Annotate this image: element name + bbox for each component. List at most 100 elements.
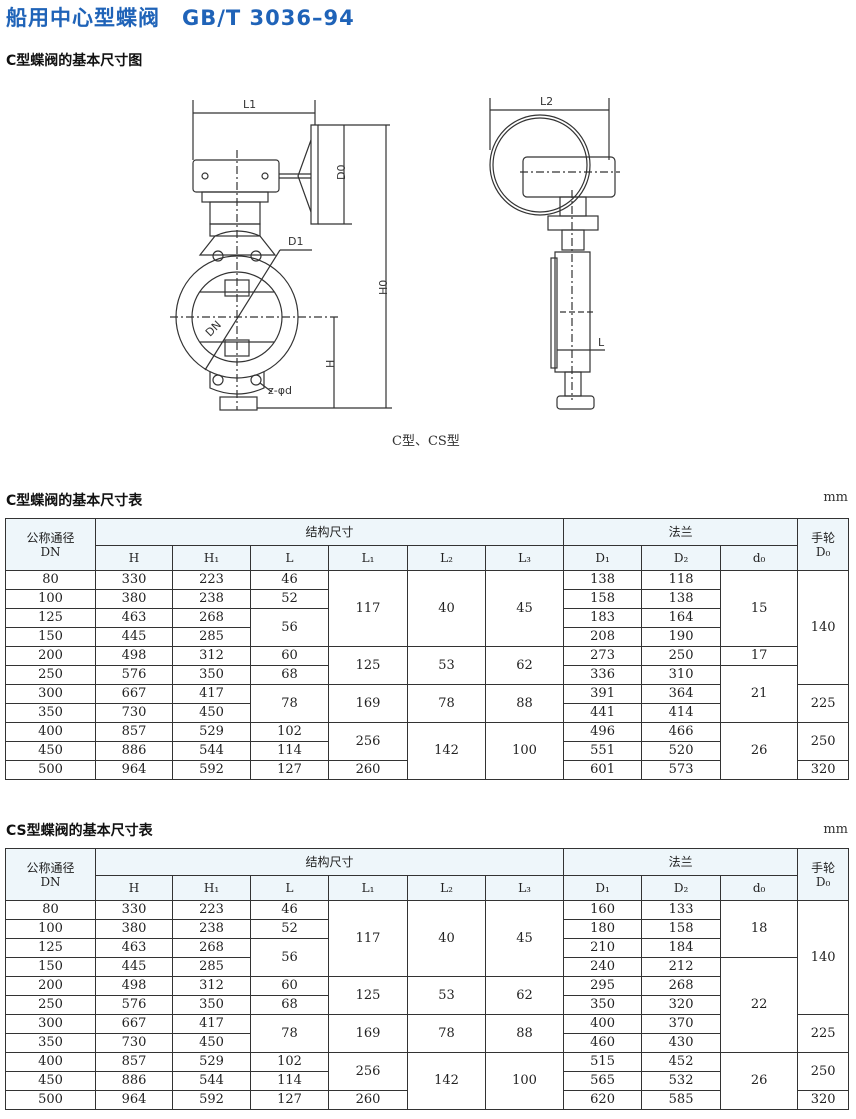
table-cell: 183 <box>563 608 643 628</box>
column-header: D₁ <box>563 875 643 901</box>
table-cell: 225 <box>797 684 850 723</box>
header-dn-symbol: DN <box>40 874 61 889</box>
table-cell: 223 <box>172 900 251 920</box>
column-header: L <box>250 545 329 571</box>
column-header: H₁ <box>172 545 251 571</box>
label-dn: DN <box>203 318 224 339</box>
header-flange: 法兰 <box>563 848 799 876</box>
table-cell: 56 <box>250 608 329 647</box>
column-header: d₀ <box>720 545 799 571</box>
table-cell: 964 <box>95 1090 173 1110</box>
column-header: L <box>250 875 329 901</box>
table-cell: 295 <box>563 976 643 996</box>
title-standard: GB/T 3036–94 <box>182 6 355 30</box>
table-cell: 60 <box>250 646 329 666</box>
table-cell: 268 <box>172 608 251 628</box>
column-header: d₀ <box>720 875 799 901</box>
table-cell: 364 <box>641 684 722 704</box>
table-cell: 164 <box>641 608 722 628</box>
table-cell: 430 <box>641 1033 722 1053</box>
label-bolt: z-φd <box>268 384 292 397</box>
table-cell: 256 <box>328 1052 408 1091</box>
label-d0: D0 <box>335 165 348 180</box>
table-cell: 380 <box>95 919 173 939</box>
column-header: L₁ <box>328 875 408 901</box>
column-header: D₂ <box>641 545 722 571</box>
table-cell: 320 <box>797 760 850 780</box>
column-header: L₂ <box>407 545 486 571</box>
table-cell: 964 <box>95 760 173 780</box>
table-cell: 336 <box>563 665 643 685</box>
table-cell: 88 <box>484 684 565 723</box>
column-header: H₁ <box>172 875 251 901</box>
table-cell: 414 <box>641 703 722 723</box>
table-cell: 529 <box>172 722 251 742</box>
table-cell: 60 <box>250 976 329 996</box>
table-cell: 268 <box>641 976 722 996</box>
table-cell: 56 <box>250 938 329 977</box>
table-cell: 529 <box>172 1052 251 1072</box>
header-handwheel-label: 手轮 <box>811 530 836 545</box>
table-cell: 100 <box>484 1052 565 1110</box>
header-structure-dimensions: 结构尺寸 <box>94 848 565 876</box>
table-cell: 169 <box>328 684 408 723</box>
table-cell: 114 <box>250 1071 329 1091</box>
table-cell: 441 <box>563 703 643 723</box>
table-cell: 565 <box>563 1071 643 1091</box>
table-cell: 250 <box>5 665 96 685</box>
valve-dimension-drawing: L1 D1 DN z-φd D0 H0 H L2 <box>170 95 620 411</box>
table-cell: 260 <box>328 1090 408 1110</box>
header-dn-symbol: DN <box>40 544 61 559</box>
table-cell: 26 <box>720 722 799 780</box>
table-cell: 330 <box>95 570 173 590</box>
header-handwheel-symbol: D₀ <box>815 874 831 889</box>
drawing-heading: C型蝶阀的基本尺寸图 <box>6 53 143 69</box>
table-cell: 312 <box>172 646 251 666</box>
table-cell: 312 <box>172 976 251 996</box>
table-cell: 520 <box>641 741 722 761</box>
table-cell: 730 <box>95 1033 173 1053</box>
table-cell: 256 <box>328 722 408 761</box>
column-header: H <box>95 875 173 901</box>
table-cell: 133 <box>641 900 722 920</box>
table-cell: 125 <box>5 938 96 958</box>
table-cell: 463 <box>95 938 173 958</box>
column-header: L₃ <box>484 545 565 571</box>
table-cell: 551 <box>563 741 643 761</box>
table-cell: 667 <box>95 684 173 704</box>
table-cell: 268 <box>172 938 251 958</box>
title-main: 船用中心型蝶阀 <box>6 6 160 30</box>
table-cell: 238 <box>172 589 251 609</box>
table-cell: 45 <box>484 570 565 647</box>
table-cell: 576 <box>95 665 173 685</box>
header-dn-label: 公称通径 <box>26 530 75 545</box>
table-cell: 380 <box>95 589 173 609</box>
table-cell: 158 <box>641 919 722 939</box>
table-cell: 15 <box>720 570 799 647</box>
table-cell: 400 <box>563 1014 643 1034</box>
table-cell: 886 <box>95 741 173 761</box>
table-cell: 150 <box>5 957 96 977</box>
table-cell: 450 <box>5 741 96 761</box>
column-header: H <box>95 545 173 571</box>
table-cell: 320 <box>797 1090 850 1110</box>
table-cell: 320 <box>641 995 722 1015</box>
table-cell: 88 <box>484 1014 565 1053</box>
table-cell: 260 <box>328 760 408 780</box>
table-cell: 350 <box>172 665 251 685</box>
table-cell: 118 <box>641 570 722 590</box>
header-dn-label: 公称通径 <box>26 860 75 875</box>
table-cell: 350 <box>563 995 643 1015</box>
table-cell: 78 <box>407 684 486 723</box>
table-cell: 240 <box>563 957 643 977</box>
table-cell: 400 <box>5 1052 96 1072</box>
